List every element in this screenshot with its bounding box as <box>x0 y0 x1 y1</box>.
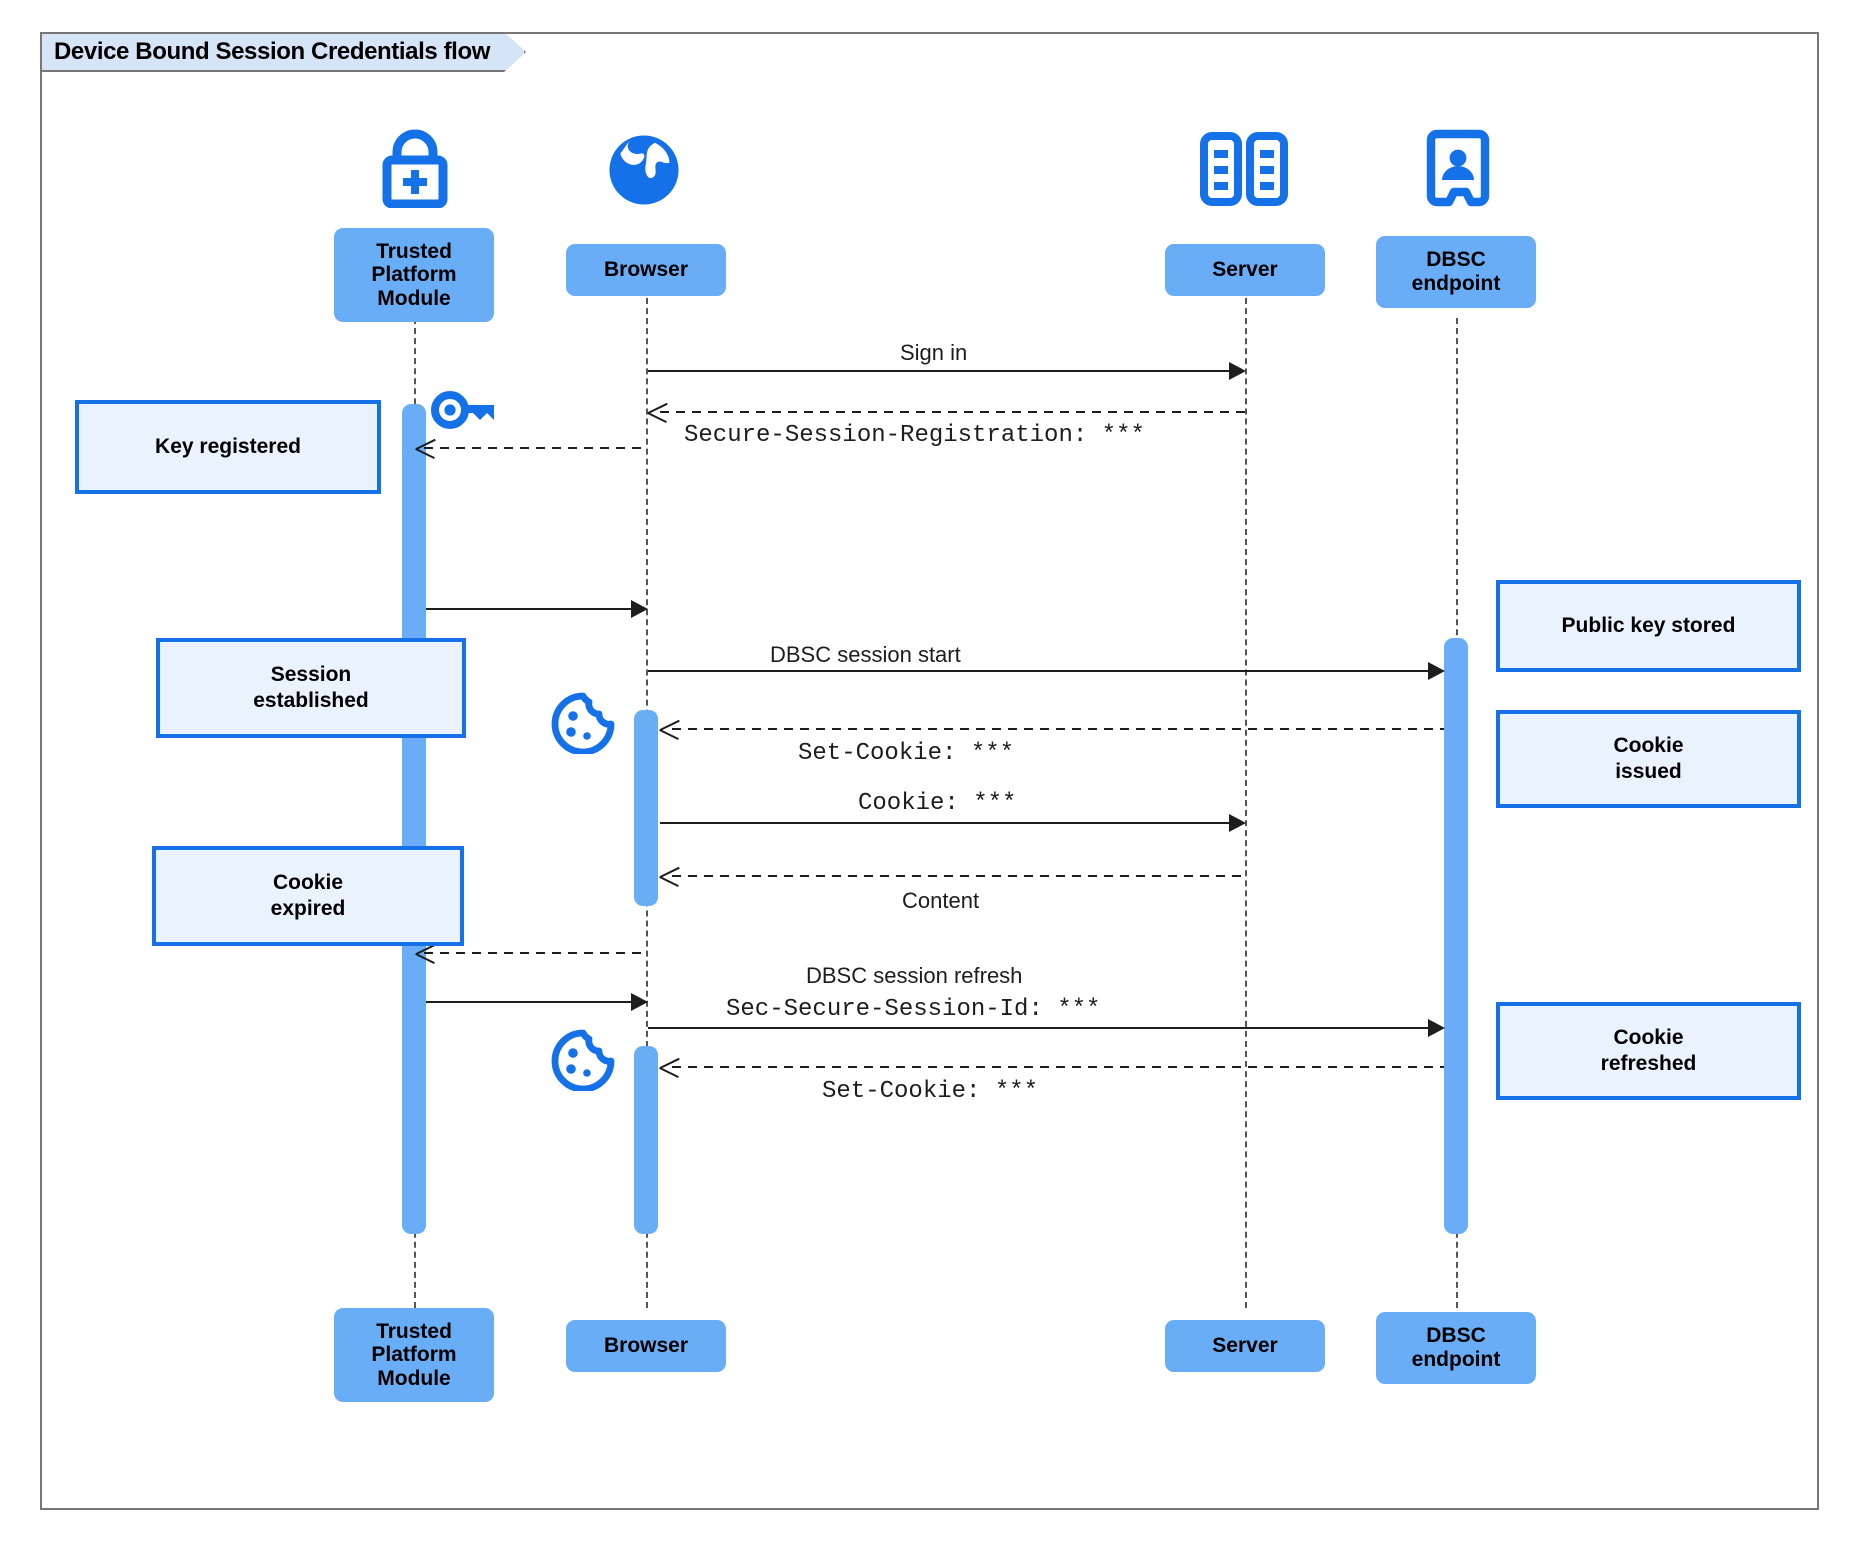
arrowhead-m11 <box>1428 1019 1445 1037</box>
message-line-m3 <box>424 447 646 449</box>
activation-bar-dbsc <box>1444 638 1468 1234</box>
arrowhead-m9 <box>416 943 434 963</box>
message-label-m2: Secure-Session-Registration: *** <box>684 422 1145 449</box>
arrowhead-m8 <box>660 866 678 886</box>
message-line-m9 <box>424 952 646 954</box>
arrowhead-m12 <box>660 1057 678 1077</box>
note-cookie-refreshed: Cookie refreshed <box>1496 1002 1801 1100</box>
message-label-m11b: Sec-Secure-Session-Id: *** <box>726 996 1101 1023</box>
arrowhead-m1 <box>1229 362 1246 380</box>
activation-bar-browser-2 <box>634 1046 658 1234</box>
participant-label-dbsc: DBSC endpoint <box>1411 248 1501 295</box>
participant-footer-dbsc[interactable]: DBSC endpoint <box>1376 1312 1536 1384</box>
note-text: Cookie refreshed <box>1600 1025 1697 1075</box>
key-icon <box>431 391 494 429</box>
participant-label-browser: Browser <box>603 1334 689 1358</box>
message-line-m4 <box>426 608 642 610</box>
arrowhead-m6 <box>660 719 678 739</box>
participant-footer-tpm[interactable]: Trusted Platform Module <box>334 1308 494 1402</box>
message-line-m10 <box>426 1001 642 1003</box>
note-session-established: Session established <box>156 638 466 738</box>
participant-label-tpm: Trusted Platform Module <box>371 1319 457 1390</box>
message-line-m2 <box>660 411 1245 413</box>
participant-footer-server[interactable]: Server <box>1165 1320 1325 1372</box>
cookie-icon <box>551 692 615 754</box>
arrowhead-m3 <box>416 438 434 458</box>
participant-header-server[interactable]: Server <box>1165 244 1325 296</box>
note-text: Cookie expired <box>270 870 346 920</box>
message-line-m7 <box>660 822 1240 824</box>
activation-bar-tpm <box>402 404 426 1234</box>
arrowhead-m2 <box>648 402 666 422</box>
id-badge-icon <box>1426 129 1490 207</box>
message-line-m5 <box>648 670 1440 672</box>
participant-header-tpm[interactable]: Trusted Platform Module <box>334 228 494 322</box>
participant-label-tpm: Trusted Platform Module <box>371 239 457 310</box>
message-label-m7: Cookie: *** <box>858 790 1017 817</box>
message-label-m11: DBSC session refresh <box>806 963 1023 988</box>
note-text: Key registered <box>155 434 301 458</box>
cookie-icon <box>551 1029 615 1091</box>
participant-label-server: Server <box>1212 1334 1278 1358</box>
message-line-m1 <box>648 370 1240 372</box>
message-label-m1: Sign in <box>900 340 968 365</box>
message-line-m8 <box>672 875 1244 877</box>
arrowhead-m5 <box>1428 662 1445 680</box>
participant-header-dbsc[interactable]: DBSC endpoint <box>1376 236 1536 308</box>
participant-label-browser: Browser <box>603 258 689 282</box>
message-label-m12: Set-Cookie: *** <box>822 1078 1039 1105</box>
lifeline-server <box>1245 288 1247 1308</box>
participant-label-server: Server <box>1212 258 1278 282</box>
message-label-m8: Content <box>902 888 980 913</box>
message-line-m11 <box>648 1027 1440 1029</box>
arrowhead-m10 <box>631 993 648 1011</box>
note-cookie-issued: Cookie issued <box>1496 710 1801 808</box>
arrowhead-m4 <box>631 600 648 618</box>
note-cookie-expired: Cookie expired <box>152 846 464 946</box>
message-label-m6: Set-Cookie: *** <box>798 740 1015 767</box>
note-public-key-stored: Public key stored <box>1496 580 1801 672</box>
note-text: Session established <box>253 662 369 712</box>
message-label-m5: DBSC session start <box>770 642 961 667</box>
message-line-m6 <box>672 728 1444 730</box>
server-rack-icon <box>1200 132 1288 206</box>
lock-plus-icon <box>382 129 448 208</box>
diagram-title-tab: Device Bound Session Credentials flow <box>40 32 526 72</box>
note-text: Cookie issued <box>1613 733 1684 783</box>
message-line-m12 <box>672 1066 1444 1068</box>
globe-icon <box>609 135 679 205</box>
participant-footer-browser[interactable]: Browser <box>566 1320 726 1372</box>
note-text: Public key stored <box>1561 613 1736 637</box>
page-title: Device Bound Session Credentials flow <box>54 38 490 65</box>
activation-bar-browser-1 <box>634 710 658 906</box>
participant-label-dbsc: DBSC endpoint <box>1411 1324 1501 1371</box>
note-key-registered: Key registered <box>75 400 381 494</box>
arrowhead-m7 <box>1229 814 1246 832</box>
participant-header-browser[interactable]: Browser <box>566 244 726 296</box>
